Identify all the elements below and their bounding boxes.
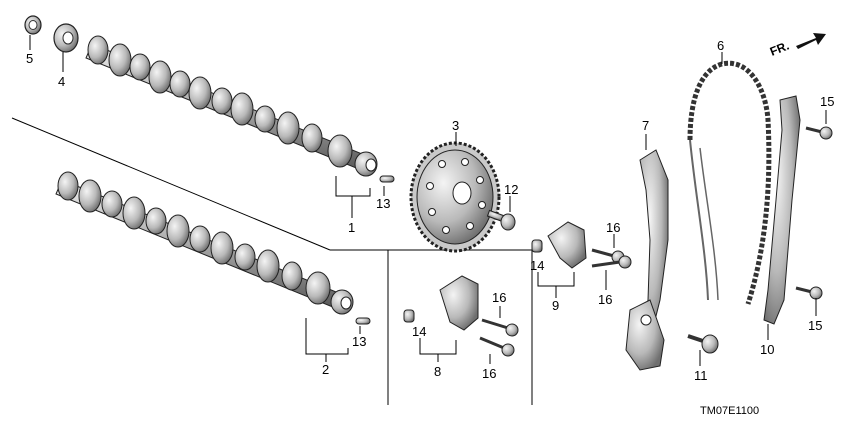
pin-part-13-upper [379, 175, 395, 183]
label-part-1: 1 [348, 220, 355, 235]
pin-part-13-lower [355, 317, 371, 325]
camshaft-upper [85, 35, 378, 177]
label-part-13-upper: 13 [376, 196, 390, 211]
bolt-part-11 [687, 334, 719, 366]
leader-part-2 [305, 318, 361, 362]
chain-guide-part-7 [625, 134, 669, 371]
bolt-part-16-b [591, 255, 632, 290]
chain-guide-part-10 [763, 95, 801, 340]
bolt-part-15-lower [795, 286, 823, 316]
label-part-11: 11 [694, 368, 708, 383]
tensioner-part-9 [531, 221, 587, 298]
bolt-part-16-a [591, 234, 625, 264]
label-part-15-lower: 15 [808, 318, 822, 333]
label-part-16-d: 16 [482, 366, 496, 381]
label-part-4: 4 [58, 74, 65, 89]
bolt-part-16-d [479, 336, 515, 364]
label-part-13-lower: 13 [352, 334, 366, 349]
bolt-part-12 [486, 196, 516, 231]
label-part-12: 12 [504, 182, 518, 197]
label-part-15-upper: 15 [820, 94, 834, 109]
label-part-16-a: 16 [606, 220, 620, 235]
bolt-part-15-upper [805, 110, 833, 140]
label-part-10: 10 [760, 342, 774, 357]
leader-part-1 [335, 176, 385, 218]
front-marker-text: FR. [768, 39, 791, 59]
label-part-7: 7 [642, 118, 649, 133]
sprocket-part-3 [409, 132, 501, 253]
label-part-9: 9 [552, 298, 559, 313]
label-part-16-c: 16 [492, 290, 506, 305]
seal-part-5 [24, 15, 42, 50]
label-part-14-b: 14 [412, 324, 426, 339]
callout-labels: 5 4 1 13 2 13 3 12 16 14 9 16 16 14 8 16… [26, 38, 834, 383]
diagram-code: TM07E1100 [700, 405, 759, 417]
label-part-3: 3 [452, 118, 459, 133]
label-part-5: 5 [26, 51, 33, 66]
timing-chain-part-6 [687, 52, 772, 305]
label-part-16-b: 16 [598, 292, 612, 307]
bolt-part-16-c [481, 306, 519, 337]
label-part-2: 2 [322, 362, 329, 377]
divider-lines [11, 117, 533, 405]
label-part-14-a: 14 [530, 258, 544, 273]
tensioner-part-8 [403, 275, 479, 362]
label-part-8: 8 [434, 364, 441, 379]
plate-part-4 [53, 23, 79, 72]
camshaft-lower [55, 171, 354, 315]
label-part-6: 6 [717, 38, 724, 53]
front-arrow-icon: FR. [768, 33, 826, 59]
